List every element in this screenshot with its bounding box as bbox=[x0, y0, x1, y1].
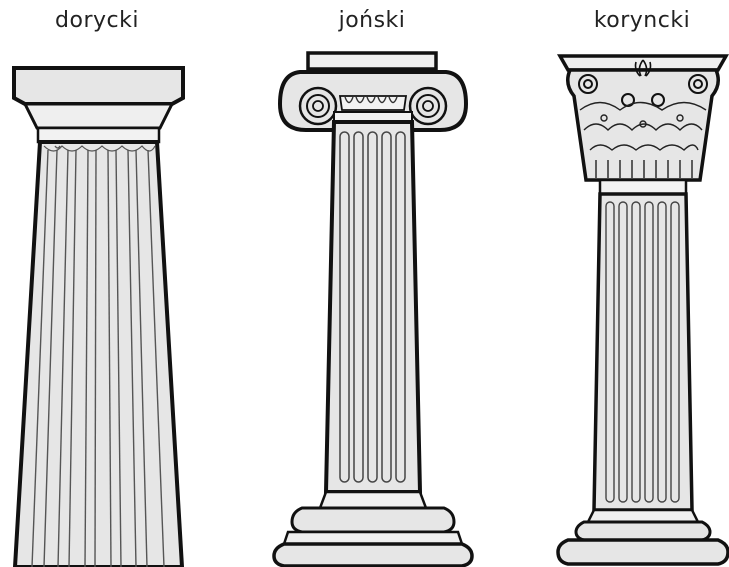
doric-column bbox=[14, 68, 183, 567]
ionic-column bbox=[274, 53, 472, 566]
ionic-base-upper bbox=[320, 492, 426, 508]
corinthian-plinth bbox=[558, 540, 728, 564]
doric-abacus bbox=[14, 68, 183, 104]
ionic-abacus bbox=[308, 53, 436, 69]
corinthian-shaft bbox=[594, 194, 692, 510]
corinthian-base-upper bbox=[588, 510, 698, 522]
corinthian-column bbox=[558, 56, 728, 564]
doric-echinus bbox=[25, 104, 172, 128]
corinthian-abacus bbox=[560, 56, 726, 70]
ionic-plinth bbox=[274, 544, 472, 566]
ionic-base-torus bbox=[292, 508, 454, 532]
corinthian-base-torus bbox=[576, 522, 710, 540]
corinthian-neck bbox=[600, 180, 686, 194]
ionic-base-lower bbox=[284, 532, 462, 544]
doric-neck bbox=[38, 128, 159, 142]
